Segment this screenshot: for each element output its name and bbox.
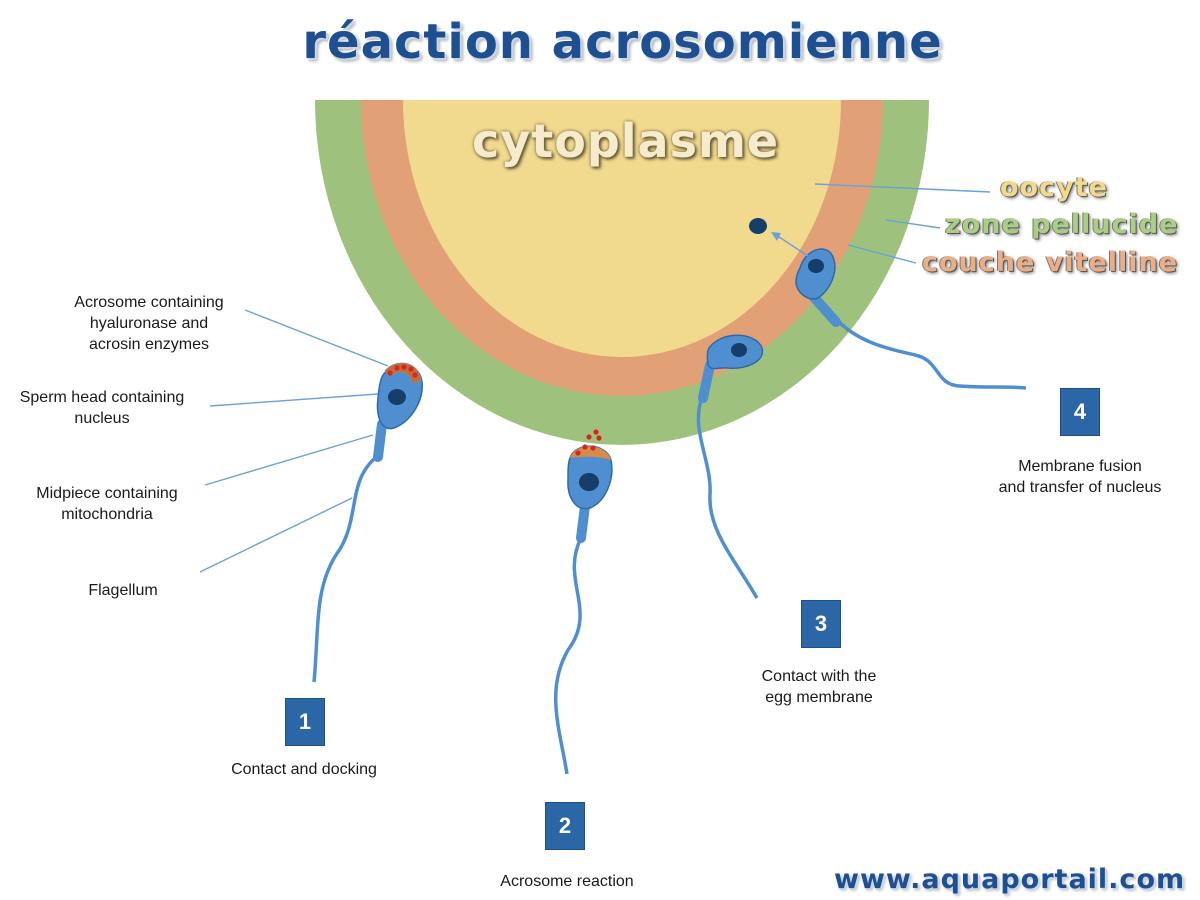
step-2-badge: 2 bbox=[545, 802, 585, 850]
flagellum-label: Flagellum bbox=[88, 582, 158, 599]
transferred-nucleus bbox=[749, 218, 767, 234]
arrowhead bbox=[771, 232, 781, 241]
enzyme-dot bbox=[408, 366, 414, 372]
enzyme-dot bbox=[582, 444, 588, 450]
sperm-4-flagellum bbox=[833, 316, 1027, 390]
sperm-1 bbox=[312, 362, 423, 683]
cytoplasm-layer bbox=[403, 100, 841, 357]
step-2-caption: Acrosome reaction bbox=[500, 873, 634, 890]
step-1-caption: Contact and docking bbox=[231, 761, 377, 778]
sperm-3-nucleus bbox=[731, 343, 747, 357]
website-watermark: www.aquaportail.com bbox=[834, 864, 1186, 895]
enzyme-dot bbox=[387, 370, 393, 376]
sperm-2-flagellum bbox=[553, 537, 583, 775]
leader-flagellum bbox=[199, 497, 353, 573]
enzyme-dot bbox=[596, 435, 602, 441]
midpiece-label: Midpiece containing mitochondria bbox=[36, 485, 178, 523]
couche-vitelline-label: couche vitelline bbox=[922, 247, 1179, 278]
oocyte-label: oocyte bbox=[1000, 172, 1108, 203]
leader-acrosome bbox=[244, 309, 389, 367]
sperm-1-nucleus bbox=[388, 389, 406, 405]
egg bbox=[315, 100, 929, 445]
enzyme-dot bbox=[394, 365, 400, 371]
leader-zone-pellucide bbox=[885, 219, 941, 229]
leader-couche-vitelline bbox=[847, 244, 917, 264]
sperm-4-midpiece bbox=[807, 290, 841, 327]
sperm-4 bbox=[749, 218, 1027, 390]
sperm-head-label: Sperm head containing nucleus bbox=[19, 389, 185, 427]
sperm-4-head bbox=[795, 248, 836, 300]
step-3-caption: Contact with the egg membrane bbox=[761, 668, 877, 706]
enzyme-dot bbox=[401, 364, 407, 370]
step-1-badge: 1 bbox=[285, 698, 325, 746]
leader-midpiece bbox=[204, 434, 374, 486]
leader-lines bbox=[199, 183, 991, 573]
acrosome-label: Acrosome containing hyaluronase and acro… bbox=[74, 294, 224, 353]
enzyme-dot bbox=[586, 434, 592, 440]
sperm-3-midpiece bbox=[698, 360, 715, 403]
sperm-2-midpiece bbox=[576, 501, 590, 543]
nucleus-transfer-arrow bbox=[775, 234, 809, 257]
sperm-3 bbox=[696, 334, 764, 599]
leader-head bbox=[209, 393, 379, 407]
step-3-badge: 3 bbox=[801, 600, 841, 648]
sperm-2-nucleus bbox=[579, 473, 599, 491]
sperm-1-flagellum bbox=[312, 453, 381, 683]
enzyme-dot bbox=[593, 429, 599, 435]
step-4-badge: 4 bbox=[1060, 388, 1100, 436]
sperm-2-acrosome-cap bbox=[570, 446, 611, 460]
enzyme-dot bbox=[590, 445, 596, 451]
cytoplasm-label: cytoplasme bbox=[472, 114, 780, 168]
sperm-3-flagellum bbox=[696, 397, 759, 599]
page-title: réaction acrosomienne bbox=[302, 14, 943, 70]
enzyme-dot bbox=[412, 372, 418, 378]
leader-oocyte bbox=[814, 183, 991, 193]
sperm-4-nucleus bbox=[808, 259, 824, 273]
step-4-caption: Membrane fusion and transfer of nucleus bbox=[998, 458, 1162, 496]
zone-pellucide-label: zone pellucide bbox=[945, 209, 1179, 240]
sperm-1-midpiece bbox=[373, 419, 387, 462]
sperm-2 bbox=[553, 429, 613, 775]
enzyme-dot bbox=[575, 450, 581, 456]
